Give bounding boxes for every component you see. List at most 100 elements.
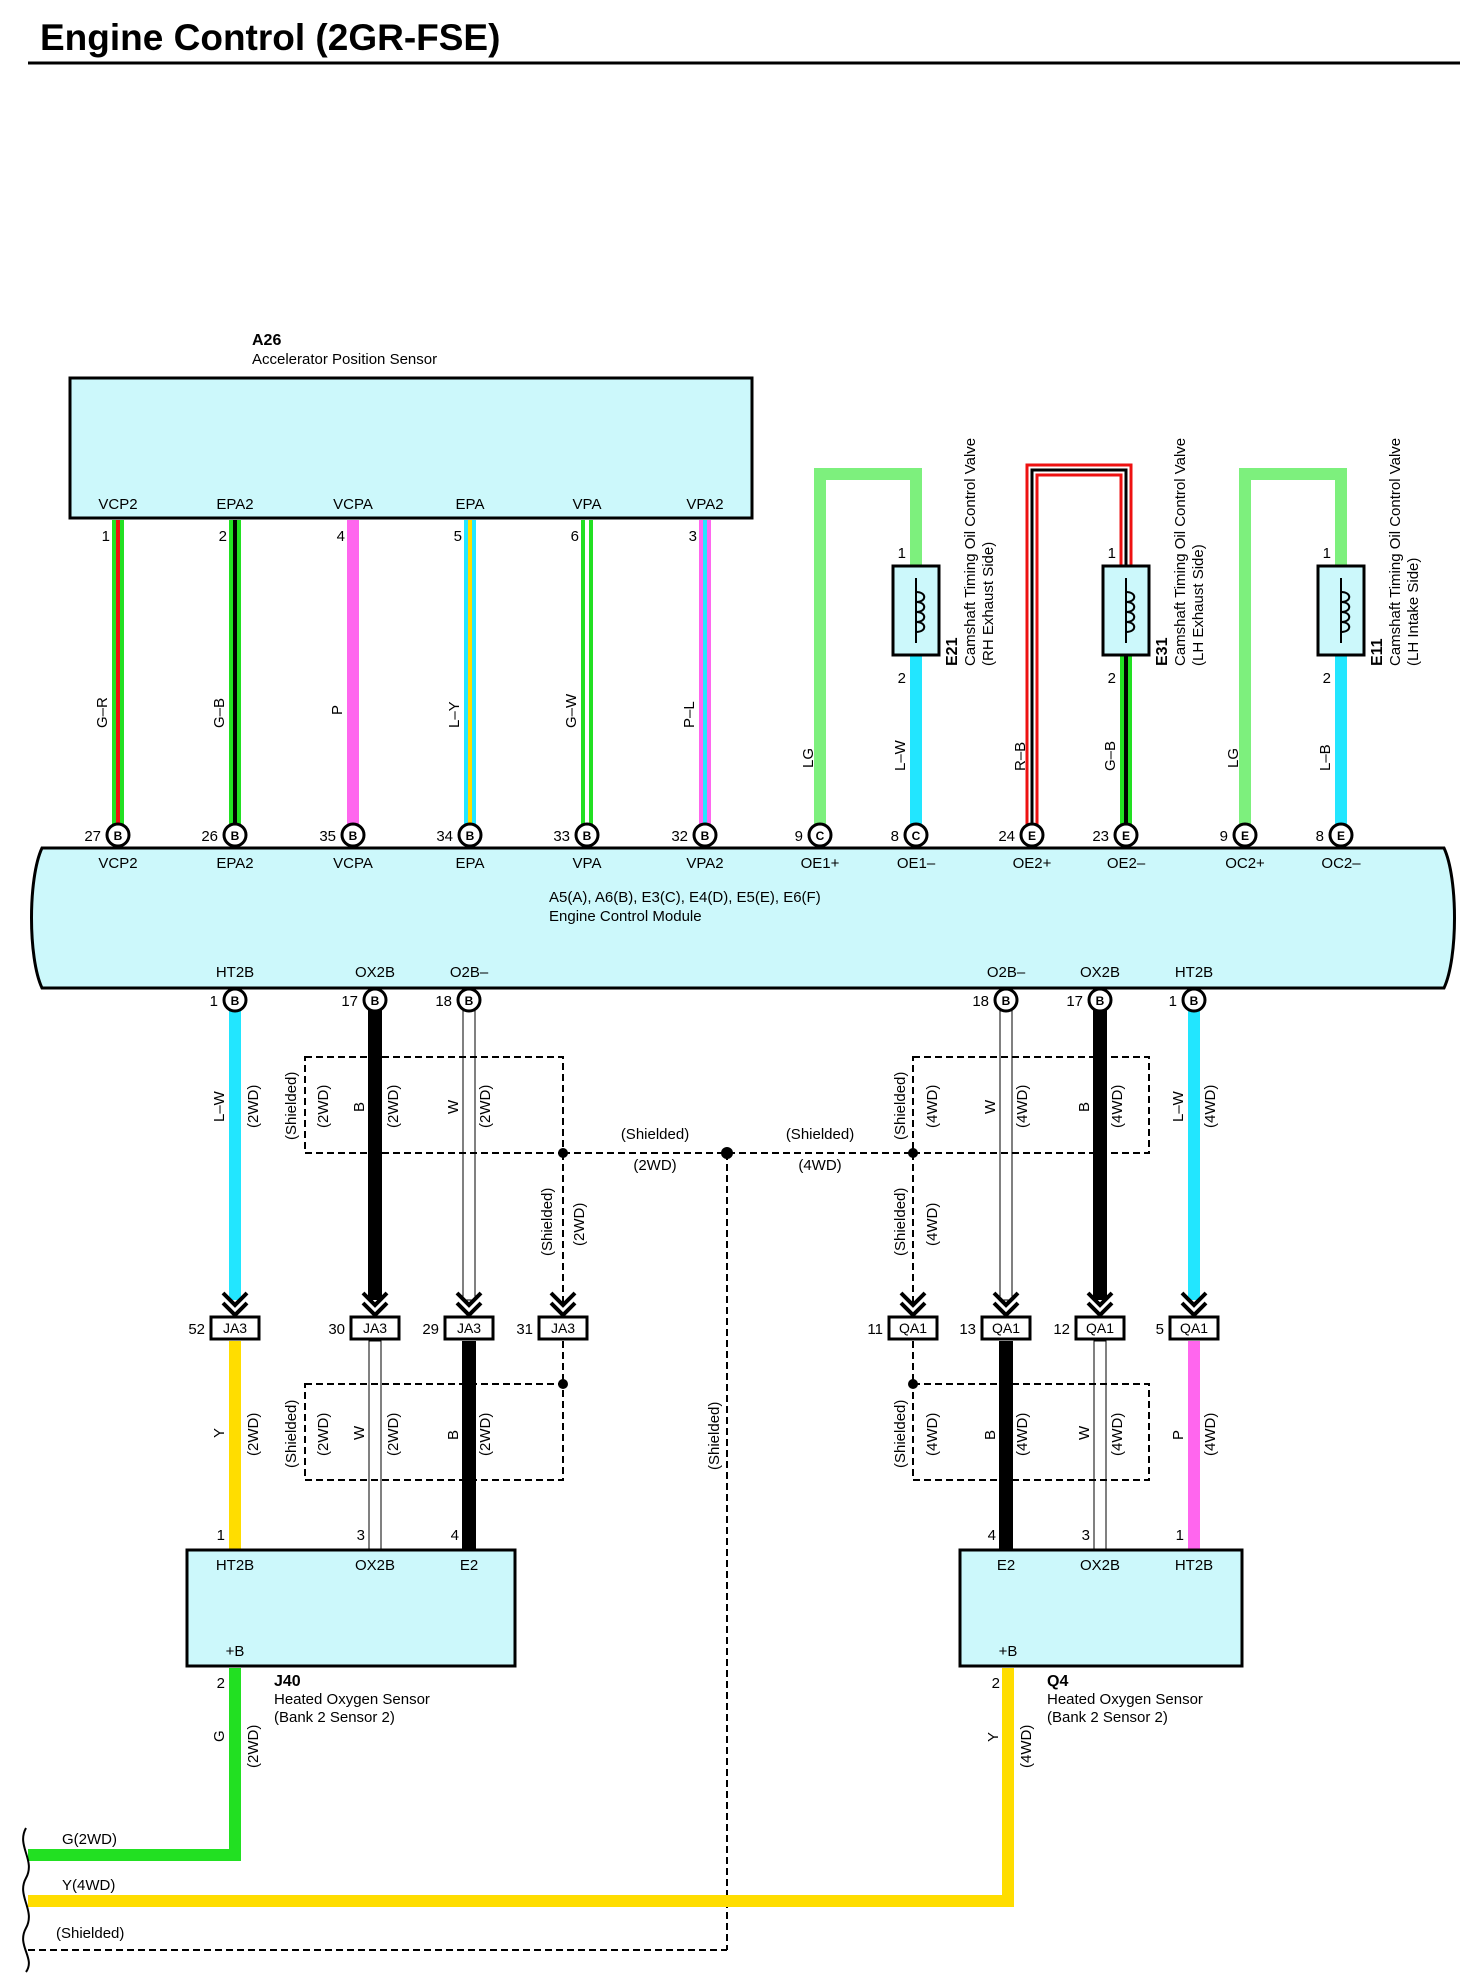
code-l-b-oc2: L–B xyxy=(1317,744,1334,771)
q4-code: Q4 xyxy=(1047,1673,1068,1690)
ecm-term: OE1+ xyxy=(801,855,840,872)
ecm-conn-letter: B xyxy=(701,829,710,843)
ecm-term: OC2– xyxy=(1321,855,1361,872)
shield-label: (Shielded) xyxy=(283,1072,300,1140)
wire-w-ox2b-4wd xyxy=(1093,1340,1107,1552)
splice-dot xyxy=(721,1147,733,1159)
wire-p-ht2b-4wd xyxy=(1188,1341,1200,1551)
wire-y-ht2b xyxy=(229,1341,241,1551)
a26-term-epa: EPA xyxy=(456,496,485,513)
code-4wd: (4WD) xyxy=(1014,1413,1031,1456)
junction-code: JA3 xyxy=(457,1320,481,1336)
e31-side: (LH Exhaust Side) xyxy=(1190,544,1207,666)
ecm-bottom-pin-no: 18 xyxy=(972,993,989,1010)
bottom-line-label: (Shielded) xyxy=(56,1925,124,1942)
ecm-pin-no: 23 xyxy=(1092,828,1109,845)
code-l-w-4wd: L–W xyxy=(1170,1090,1187,1122)
junction-chevrons xyxy=(221,1291,1208,1318)
code-g-b: G–B xyxy=(211,698,228,728)
j40-pin: 1 xyxy=(217,1527,225,1544)
ecm-pin-no: 8 xyxy=(891,828,899,845)
ecm-bottom-pins xyxy=(222,987,1207,1013)
ecm-bottom-conn: B xyxy=(1190,994,1199,1008)
ecm-term: VPA xyxy=(573,855,602,872)
a26-pin-3: 3 xyxy=(689,528,697,545)
ecm-bottom-term: HT2B xyxy=(216,964,254,981)
junction-pin: 30 xyxy=(328,1321,345,1338)
code-b: B xyxy=(982,1430,999,1440)
shield-box-right xyxy=(912,1056,1150,1154)
wire-p xyxy=(347,520,359,835)
a26-pin-6: 6 xyxy=(571,528,579,545)
junction-pin: 12 xyxy=(1053,1321,1070,1338)
wire-g-b-oe2 xyxy=(1120,655,1132,835)
valve-e31 xyxy=(1101,564,1151,657)
ecm-term: VPA2 xyxy=(686,855,723,872)
e21-pin-1: 1 xyxy=(898,545,906,562)
e11-side: (LH Intake Side) xyxy=(1405,558,1422,666)
ecm-bottom-pin-no: 1 xyxy=(210,993,218,1010)
valve-e21 xyxy=(891,564,941,657)
code-l-w-oe1: L–W xyxy=(892,739,909,771)
ecm-conn-letter: B xyxy=(114,829,123,843)
wire-l-w-ht2b xyxy=(229,1000,241,1300)
ecm-pin-no: 9 xyxy=(1220,828,1228,845)
ecm-conn-letter: B xyxy=(583,829,592,843)
ecm-name: Engine Control Module xyxy=(549,908,702,925)
wire-w-o2b-4wd xyxy=(999,999,1013,1301)
junction-pin: 29 xyxy=(422,1321,439,1338)
j40-plus-b: +B xyxy=(226,1643,245,1660)
ecm-conn-letter: E xyxy=(1122,829,1130,843)
junction-code: JA3 xyxy=(363,1320,387,1336)
a26-pin-5: 5 xyxy=(454,528,462,545)
wire-g-w xyxy=(581,520,593,835)
ecm-bottom-conn: B xyxy=(465,994,474,1008)
ecm-connectors: A5(A), A6(B), E3(C), E4(D), E5(E), E6(F) xyxy=(549,889,821,906)
ecm-conn-letter: C xyxy=(912,829,921,843)
ecm-term: OE1– xyxy=(897,855,936,872)
code-4wd: (4WD) xyxy=(924,1413,941,1456)
e21-name: Camshaft Timing Oil Control Valve xyxy=(962,438,979,666)
code-2wd: (2WD) xyxy=(245,1413,262,1456)
wire-w-ox2b xyxy=(368,1340,382,1552)
splice-dot xyxy=(908,1379,918,1389)
ecm-term: OE2– xyxy=(1107,855,1146,872)
code-2wd: (2WD) xyxy=(477,1413,494,1456)
code-w: W xyxy=(351,1425,368,1440)
wire-y-4wd xyxy=(28,1668,1014,1907)
code-2wd: (2WD) xyxy=(571,1203,588,1246)
ecm-bottom-term: OX2B xyxy=(1080,964,1120,981)
shield-label: (Shielded) xyxy=(283,1400,300,1468)
ecm-bottom-pin-no: 18 xyxy=(435,993,452,1010)
wire-p-l xyxy=(699,520,711,835)
junction-pin: 52 xyxy=(188,1321,205,1338)
ecm-bottom-conn: B xyxy=(371,994,380,1008)
a26-pin-1: 1 xyxy=(102,528,110,545)
ecm-bottom-term: O2B– xyxy=(450,964,489,981)
q4-pin: 4 xyxy=(988,1527,996,1544)
wire-b-ox2b xyxy=(368,1000,382,1300)
code-2wd: (2WD) xyxy=(245,1725,262,1768)
junction-code: JA3 xyxy=(551,1320,575,1336)
code-2wd: (2WD) xyxy=(385,1413,402,1456)
shield-box-lower-right xyxy=(912,1383,1150,1481)
j40-sensor-box xyxy=(185,1548,517,1668)
ecm-top-pins xyxy=(105,822,1354,848)
code-2wd: (2WD) xyxy=(245,1085,262,1128)
code-b: B xyxy=(1076,1102,1093,1112)
j40-term: HT2B xyxy=(216,1557,254,1574)
junction-code: QA1 xyxy=(992,1320,1020,1336)
e31-pin-2: 2 xyxy=(1108,670,1116,687)
shield-label-2wd: (Shielded) xyxy=(621,1126,689,1143)
j40-name: Heated Oxygen Sensor xyxy=(274,1691,430,1708)
e21-code: E21 xyxy=(944,637,961,666)
wire-b-e2-4wd xyxy=(999,1341,1013,1551)
j40-position: (Bank 2 Sensor 2) xyxy=(274,1709,395,1726)
code-2wd: (2WD) xyxy=(315,1085,332,1128)
shield-box-lower-left xyxy=(304,1383,564,1481)
e31-code: E31 xyxy=(1154,637,1171,666)
ecm-term: VCP2 xyxy=(98,855,137,872)
ecm-pin-no: 24 xyxy=(998,828,1015,845)
